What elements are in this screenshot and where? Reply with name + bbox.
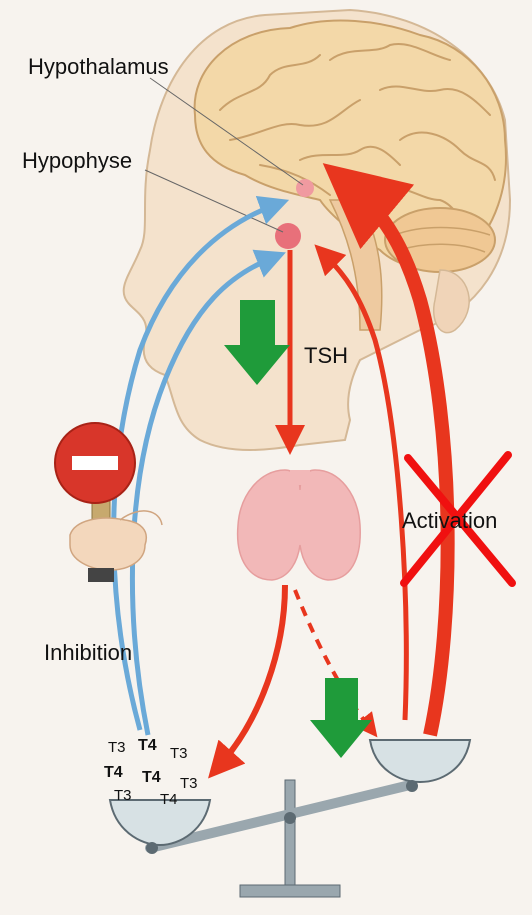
hormone-label: T4	[104, 765, 123, 781]
hormone-label: T3	[180, 776, 198, 791]
hormone-label: T4	[138, 738, 157, 754]
thyroid-gland	[238, 470, 361, 580]
tsh-label: TSH	[304, 345, 348, 367]
hormone-label: T4	[160, 792, 178, 807]
activation-label: Activation	[402, 510, 497, 532]
hormone-label: T3	[108, 740, 126, 755]
pituitary-gland	[275, 223, 301, 249]
balance-scale	[110, 740, 470, 897]
hormone-label: T4	[142, 770, 161, 786]
hypophyse-label: Hypophyse	[22, 150, 132, 172]
thyroid-output-arrow	[220, 585, 285, 765]
inhibition-label: Inhibition	[44, 642, 132, 664]
hormone-label: T3	[114, 788, 132, 803]
right-scale-pan	[370, 740, 470, 782]
hypothalamus-label: Hypothalamus	[28, 56, 169, 78]
hormone-label: T3	[170, 746, 188, 761]
